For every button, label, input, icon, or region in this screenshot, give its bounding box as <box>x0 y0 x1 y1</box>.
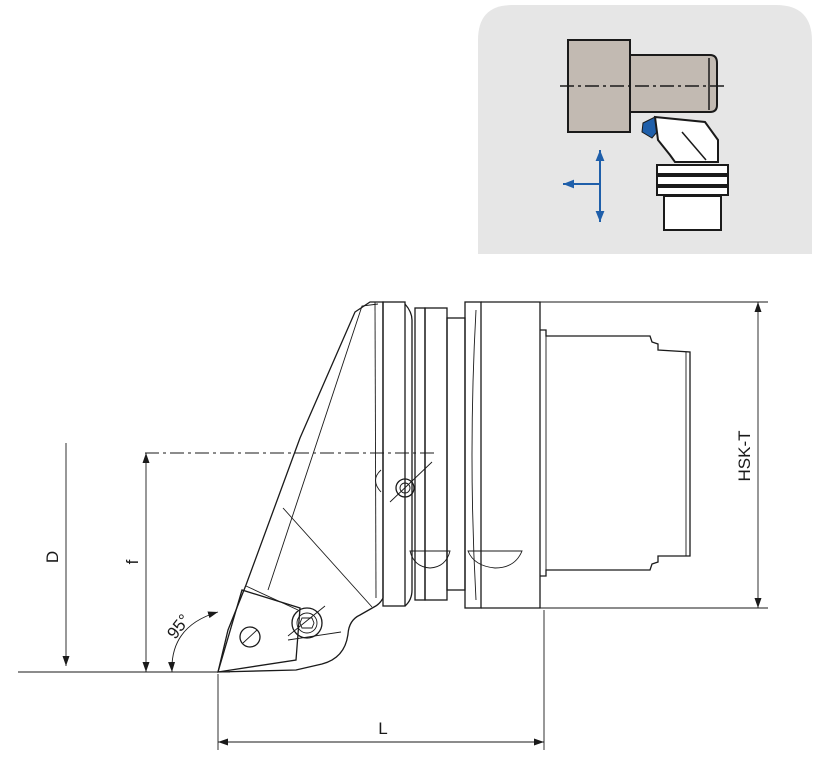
label-hsk-t: HSK-T <box>735 431 754 482</box>
turning-operation-icon <box>478 5 812 254</box>
insert-center-hole <box>239 626 261 648</box>
label-d: D <box>43 551 62 563</box>
label-l: L <box>378 719 387 738</box>
label-f: f <box>123 559 142 564</box>
workpiece-shaft <box>629 54 718 113</box>
tool-holder-icon <box>653 115 719 163</box>
insert <box>217 589 301 673</box>
clamp-screw <box>291 607 323 639</box>
tool-holder-drawing <box>18 301 691 673</box>
label-angle: 95° <box>163 611 194 643</box>
